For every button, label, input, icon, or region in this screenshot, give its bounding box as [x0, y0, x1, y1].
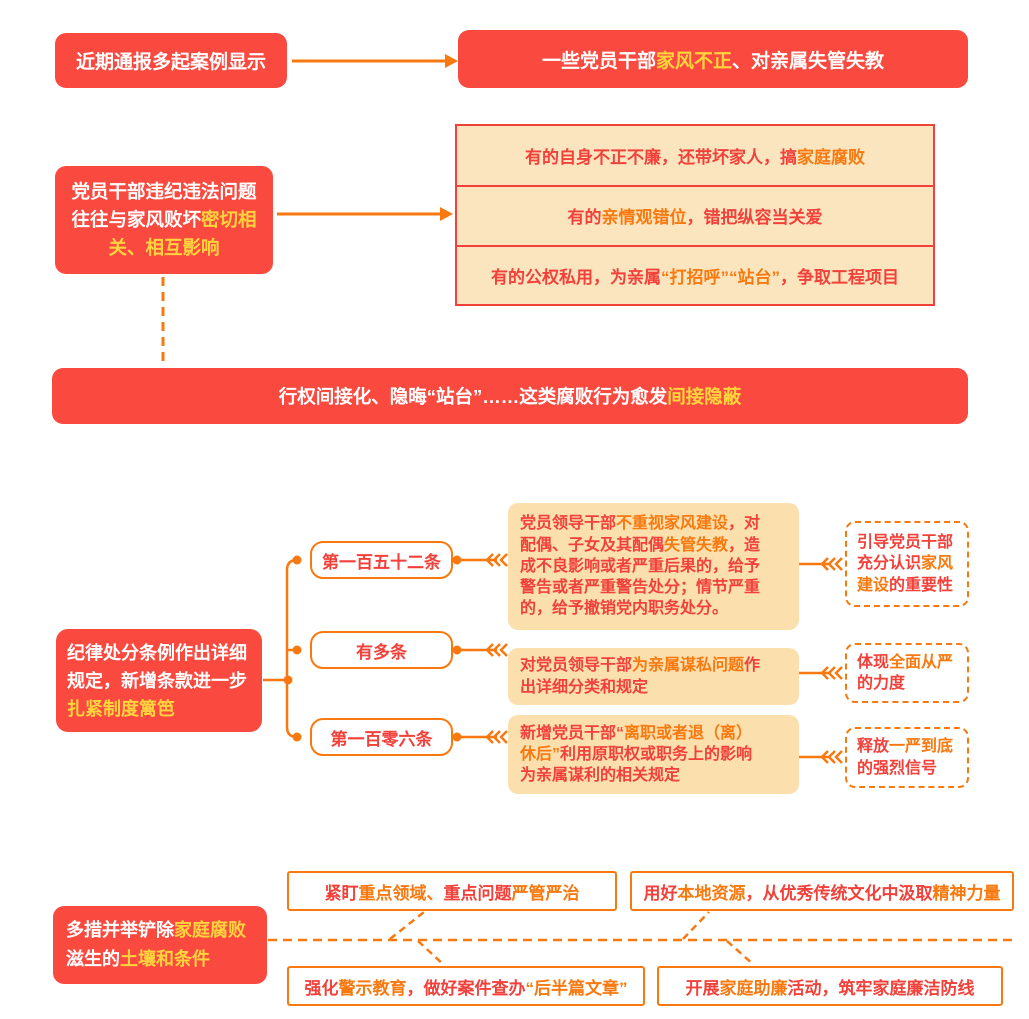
case-reports-box: 近期通报多起案例显示 [55, 33, 287, 88]
cause-box: 党员干部违纪违法问题 往往与家风败坏密切相 关、相互影响 [55, 166, 273, 274]
hidden-corruption-banner: 行权间接化、隐晦“站台”……这类腐败行为愈发间接隐蔽 [52, 368, 968, 424]
multiple-articles-label-text: 有多条 [356, 642, 407, 662]
problem-example-text: 有的自身不正不廉，还带坏家人，搞家庭腐败 [525, 148, 865, 168]
article-152-label: 第一百五十二条 [310, 541, 453, 579]
dashed-web-connector [268, 911, 1012, 966]
measure-local-resources-text: 用好本地资源，从优秀传统文化中汲取精神力量 [643, 883, 1001, 903]
connector-label-to-content-2 [452, 643, 508, 657]
note-family-tradition-text: 引导党员干部 充分认识家风 建设的重要性 [857, 533, 954, 594]
measures-box: 多措并举铲除家庭腐败 滋生的土壤和条件 [53, 906, 267, 984]
problem-example-row: 有的自身不正不廉，还带坏家人，搞家庭腐败 [457, 126, 933, 185]
measure-family-integrity-text: 开展家庭助廉活动，筑牢家庭廉洁防线 [685, 978, 975, 998]
note-family-tradition: 引导党员干部 充分认识家风 建设的重要性 [845, 521, 969, 607]
note-comprehensive-strictness: 体现全面从严 的力度 [845, 643, 969, 703]
problem-example-text: 有的亲情观错位，错把纵容当关爱 [567, 208, 823, 228]
result-box: 一些党员干部家风不正、对亲属失管失教 [458, 30, 968, 88]
arrow-cause-to-examples [277, 207, 453, 221]
article-152-content: 党员领导干部不重视家风建设，对 配偶、子女及其配偶失管失教，造 成不良影响或者严… [508, 503, 799, 630]
measure-family-integrity: 开展家庭助廉活动，筑牢家庭廉洁防线 [657, 966, 1003, 1006]
case-reports-text: 近期通报多起案例显示 [75, 52, 266, 73]
regulation-box: 纪律处分条例作出详细 规定，新增条款进一步 扎紧制度篱笆 [56, 629, 262, 732]
article-106-label: 第一百零六条 [310, 718, 453, 756]
article-152-content-text: 党员领导干部不重视家风建设，对 配偶、子女及其配偶失管失教，造 成不良影响或者严… [520, 515, 761, 618]
problem-examples-panel: 有的自身不正不廉，还带坏家人，搞家庭腐败 有的亲情观错位，错把纵容当关爱 有的公… [455, 124, 935, 306]
problem-example-text: 有的公权私用，为亲属“打招呼”“站台”，争取工程项目 [491, 267, 899, 287]
article-152-label-text: 第一百五十二条 [322, 552, 441, 572]
connector-label-to-content-3 [452, 730, 508, 744]
note-strict-signal: 释放一严到底 的强烈信号 [845, 727, 969, 788]
measure-local-resources: 用好本地资源，从优秀传统文化中汲取精神力量 [630, 871, 1014, 911]
regulation-text: 纪律处分条例作出详细 规定，新增条款进一步 扎紧制度篱笆 [67, 642, 247, 719]
problem-example-row: 有的亲情观错位，错把纵容当关爱 [457, 185, 933, 244]
measures-text: 多措并举铲除家庭腐败 滋生的土壤和条件 [66, 920, 246, 969]
branch-bracket [263, 555, 302, 742]
article-106-content-text: 新增党员干部“离职或者退（离） 休后”利用原职权或职务上的影响 为亲属谋利的相关… [520, 724, 753, 785]
multiple-articles-content-text: 对党员领导干部为亲属谋私问题作 出详细分类和规定 [520, 657, 761, 696]
result-text: 一些党员干部家风不正、对亲属失管失教 [541, 50, 885, 72]
measure-key-areas-text: 紧盯重点领域、重点问题严管严治 [324, 883, 580, 903]
note-comprehensive-strictness-text: 体现全面从严 的力度 [857, 653, 954, 693]
connector-content-to-note-3 [799, 750, 843, 764]
measure-warning-education-text: 强化警示教育，做好案件查办“后半篇文章” [304, 978, 628, 998]
measure-key-areas: 紧盯重点领域、重点问题严管严治 [287, 871, 617, 911]
note-strict-signal-text: 释放一严到底 的强烈信号 [857, 738, 954, 777]
multiple-articles-content: 对党员领导干部为亲属谋私问题作 出详细分类和规定 [508, 648, 799, 705]
article-106-content: 新增党员干部“离职或者退（离） 休后”利用原职权或职务上的影响 为亲属谋利的相关… [508, 715, 799, 794]
connector-content-to-note-2 [799, 666, 843, 680]
measure-warning-education: 强化警示教育，做好案件查办“后半篇文章” [287, 966, 645, 1006]
problem-example-row: 有的公权私用，为亲属“打招呼”“站台”，争取工程项目 [457, 244, 933, 304]
article-106-label-text: 第一百零六条 [330, 729, 433, 749]
multiple-articles-label: 有多条 [310, 631, 453, 669]
cause-text: 党员干部违纪违法问题 往往与家风败坏密切相 关、相互影响 [71, 181, 257, 258]
hidden-corruption-text: 行权间接化、隐晦“站台”……这类腐败行为愈发间接隐蔽 [278, 386, 742, 407]
connector-content-to-note-1 [799, 557, 843, 571]
arrow-cases-to-result [292, 54, 458, 68]
connector-label-to-content-1 [452, 553, 508, 567]
